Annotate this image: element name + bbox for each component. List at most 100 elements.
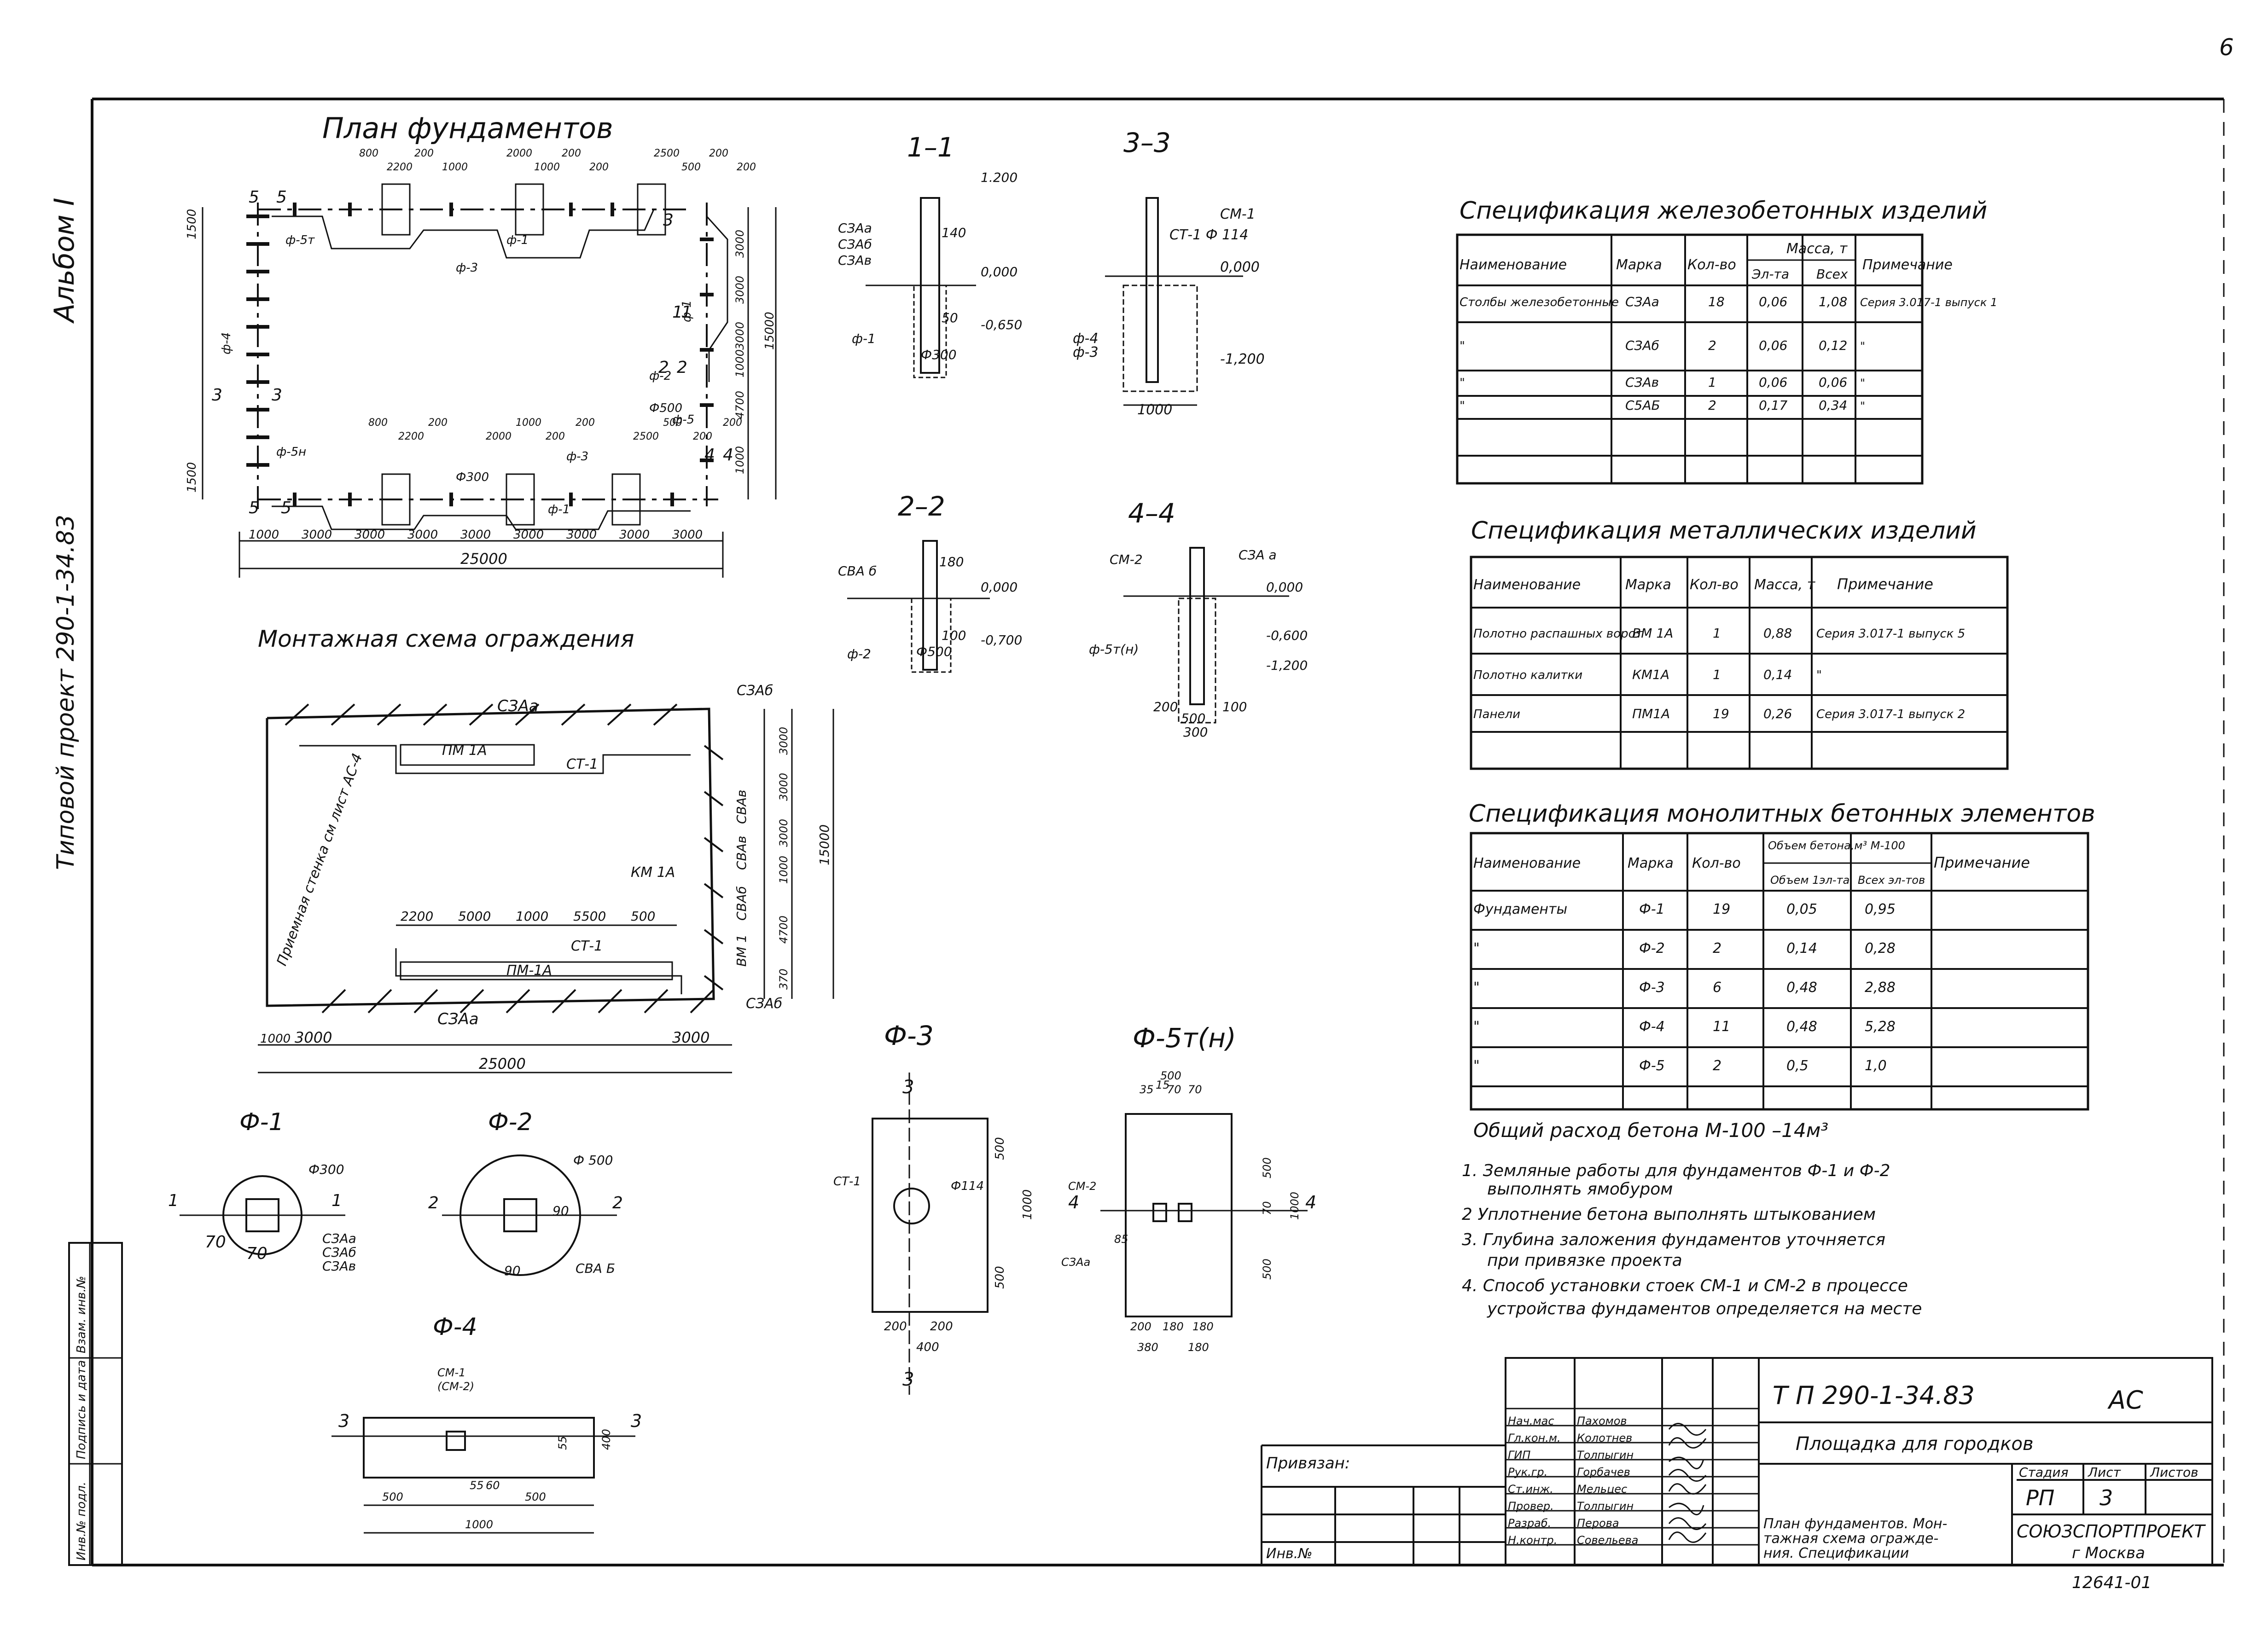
f5-label: СМ-2	[1068, 1180, 1096, 1193]
plan-right-dim: 3000	[733, 276, 746, 304]
tb-role: ГИП	[1508, 1449, 1530, 1461]
plan-mid-dim: 200	[428, 417, 448, 429]
spec1-h-mass: Масса, т	[1786, 241, 1848, 257]
tb-name: Перова	[1577, 1517, 1619, 1530]
plan-bottom-dim: 3000	[302, 528, 332, 542]
plan-axis-mark: 3	[663, 211, 674, 230]
scheme-right-posts	[704, 745, 724, 991]
spec1-cell-qty: 18	[1708, 294, 1725, 309]
spec2-cell-mark: ВМ 1А	[1632, 626, 1673, 641]
s33-label: СТ-1 Ф 114	[1169, 227, 1248, 243]
spec3-cell-mark: Ф-5	[1639, 1058, 1665, 1074]
scheme-post	[690, 989, 715, 1014]
tb-object: Площадка для городков	[1796, 1433, 2034, 1455]
tb-org: СОЮЗСПОРТПРОЕКТ	[2017, 1521, 2206, 1542]
left-stamp-inv: Инв.№ подл.	[75, 1482, 88, 1560]
scheme-right-total: 15000	[817, 824, 832, 865]
tb-role: Провер.	[1508, 1500, 1554, 1513]
plan-top-dim: 200	[589, 162, 609, 173]
f4-label: 1000	[465, 1518, 493, 1531]
s33-label: 0,000	[1220, 259, 1260, 275]
f1-label: Ф300	[308, 1162, 344, 1177]
s33-label: ф-3	[1073, 344, 1099, 360]
scheme-post	[704, 837, 724, 852]
plan-bottom-dim: 3000	[619, 528, 650, 542]
plan-axis-mark: 5	[249, 188, 259, 207]
tb-name: Толпыгин	[1577, 1449, 1634, 1461]
plan-mid-dim: 1000	[516, 417, 541, 429]
spec1-cell-all: 0,06	[1819, 375, 1847, 390]
s22-label: СВА б	[838, 563, 877, 579]
scheme-st-bot: СТ-1	[571, 938, 603, 954]
spec2-cell-mark: КМ1А	[1632, 667, 1669, 682]
plan-mid-dim: 500	[663, 417, 682, 429]
spec3-cell-qty: 2	[1713, 1058, 1721, 1074]
spec3-cell-name: Фундаменты	[1473, 901, 1567, 917]
spec3-cell-vol: 0,14	[1786, 940, 1817, 957]
f5-label: 35	[1140, 1083, 1154, 1096]
plan-foundation-label: ф-1	[548, 503, 570, 516]
f3-label: 500	[993, 1266, 1007, 1289]
plan-right-dim: 3000	[733, 322, 746, 350]
spec2-cell-qty: 19	[1713, 706, 1729, 721]
f5-label: 15	[1156, 1079, 1170, 1091]
plan-bottom-dim: 3000	[460, 528, 491, 542]
spec1-cell-mark: СЗАб	[1625, 338, 1659, 353]
scheme-post	[704, 745, 724, 760]
tb-sheet-title: План фундаментов. Мон-тажная схема ограж…	[1763, 1516, 1947, 1561]
f4-label: 55	[556, 1436, 569, 1450]
scheme-post	[704, 791, 724, 806]
plan-bottom-dim: 1000	[249, 528, 279, 542]
plan-bottom-dim: 3000	[566, 528, 597, 542]
spec3-cell-all: 5,28	[1865, 1019, 1896, 1035]
plan-top-dim: 200	[562, 148, 581, 159]
tb-role: Нач.мас	[1508, 1415, 1554, 1427]
spec1-cell-all: 0,34	[1819, 398, 1847, 413]
f5-label: СЗАа	[1061, 1256, 1090, 1269]
section-1-1: 1–1 1.200СЗАаСЗАбСЗАв1400,000ф-1-0,650Ф3…	[838, 132, 1022, 378]
spec1-h-note: Примечание	[1862, 257, 1953, 273]
scheme-total: 25000	[479, 1055, 526, 1073]
scheme-post	[367, 989, 392, 1014]
s22-label: ф-2	[847, 646, 871, 661]
scheme-post	[704, 975, 724, 991]
scheme-post	[321, 989, 346, 1014]
f5-label: 85	[1114, 1233, 1128, 1246]
spec3-h-volume: Объем бетона,м³ М-100	[1768, 839, 1905, 852]
note-line: устройства фундаментов определяется на м…	[1487, 1299, 1922, 1318]
s44-label: 0,000	[1266, 580, 1303, 595]
f1-label: СЗАа	[322, 1231, 356, 1246]
spec2-title: Спецификация металлических изделий	[1471, 517, 1977, 545]
s11-label: -0,650	[981, 317, 1022, 332]
left-stamp-vzam: Взам. инв.№	[75, 1276, 88, 1353]
scheme-post	[285, 703, 309, 726]
spec3-cell-mark: Ф-2	[1639, 940, 1665, 957]
spec1-h-el: Эл-та	[1751, 267, 1789, 282]
spec3-cell-vol: 0,48	[1786, 980, 1817, 996]
plan-left-dim-bot: 1500	[185, 462, 199, 493]
spec2-cell-mass: 0,26	[1763, 706, 1792, 721]
spec3-cell-qty: 6	[1713, 980, 1721, 996]
scheme-post	[377, 703, 401, 726]
spec1-cell-qty: 2	[1708, 398, 1716, 413]
plan-phi300: Ф300	[456, 470, 489, 484]
scheme-bottom-dim: 1000	[260, 1032, 291, 1046]
f4-label: 55	[470, 1479, 484, 1492]
f4-label: 60	[486, 1479, 500, 1492]
s11-label: СЗАв	[838, 253, 872, 268]
s11-label: 0,000	[981, 264, 1018, 279]
tb-sheet: 3	[2099, 1485, 2113, 1510]
spec3-cell-all: 0,28	[1865, 940, 1896, 957]
note-line: при привязке проекта	[1487, 1251, 1682, 1270]
spec2-cell-name: Полотно распашных ворот	[1473, 627, 1643, 641]
s33-label: ф-4	[1073, 331, 1099, 347]
